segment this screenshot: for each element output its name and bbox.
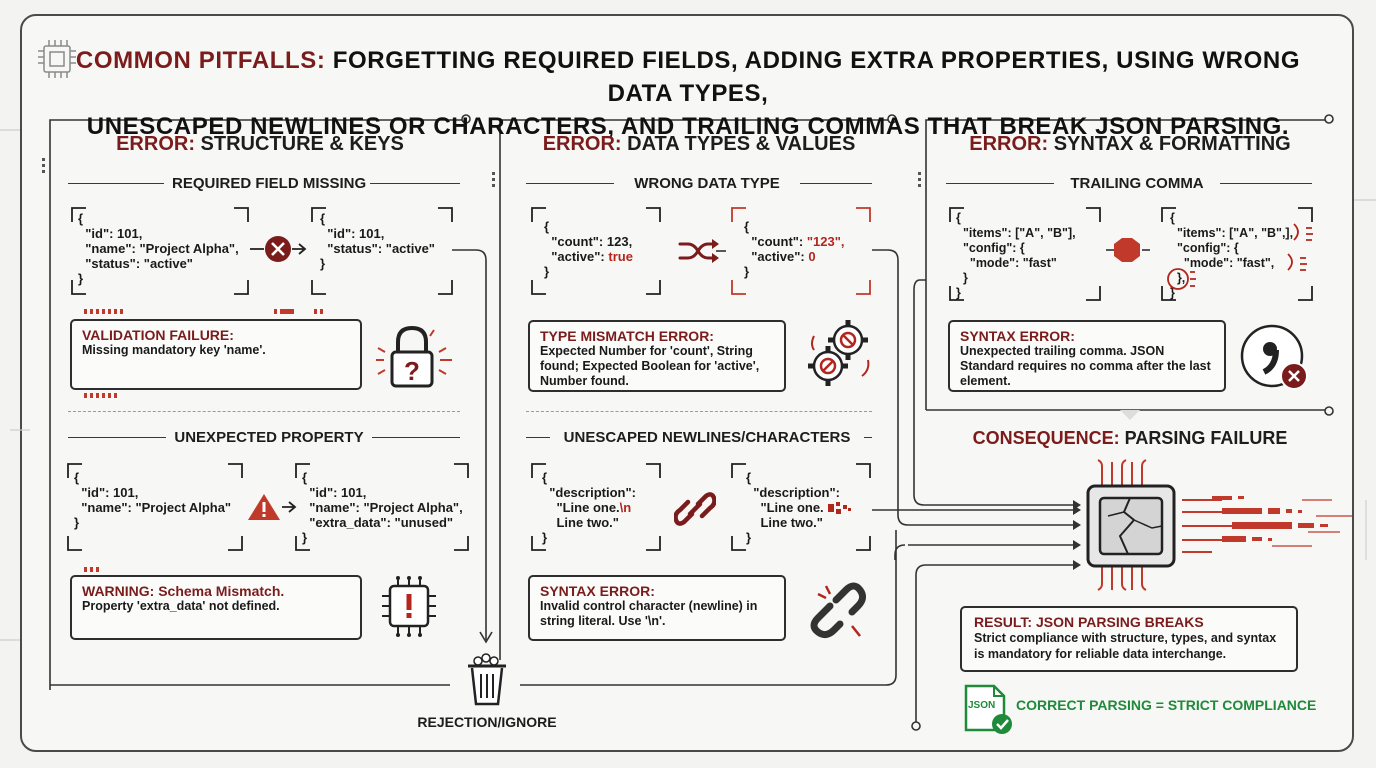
json-badge: JSON [968, 700, 996, 711]
box-title: VALIDATION FAILURE: [82, 327, 234, 343]
status-dots [84, 567, 99, 572]
subtitle-trailing-comma: TRAILING COMMA [1054, 175, 1220, 192]
stop-sign-icon [1106, 238, 1150, 262]
chip-decor-icon [38, 40, 76, 78]
comma-error-icon [1240, 324, 1308, 390]
validation-failure-box: VALIDATION FAILURE: Missing mandatory ke… [70, 319, 362, 390]
code-wrong-type-after: { "count": "123", "active": 0} [744, 219, 845, 279]
code-unescaped-before: { "description": "Line one.\n Line two."… [542, 470, 636, 545]
svg-text:?: ? [404, 356, 420, 386]
brackets-unexpected [67, 463, 469, 551]
brackets-unescaped [531, 463, 871, 551]
padlock-question-icon: ? [376, 325, 452, 388]
box-text: Missing mandatory key 'name'. [82, 343, 266, 357]
success-label: CORRECT PARSING = STRICT COMPLIANCE [1016, 697, 1317, 713]
schema-mismatch-box: WARNING: Schema Mismatch. Property 'extr… [70, 575, 362, 640]
box-title: SYNTAX ERROR: [540, 583, 655, 599]
code-required-before: { "id": 101, "name": "Project Alpha", "s… [78, 211, 239, 286]
code-required-after: { "id": 101, "status": "active" } [320, 211, 435, 271]
trash-bin-icon [468, 653, 506, 706]
subtitle-unexpected-property: UNEXPECTED PROPERTY [166, 429, 372, 446]
brackets-required [71, 207, 453, 295]
subtitle-unescaped: UNESCAPED NEWLINES/CHARACTERS [550, 429, 864, 446]
code-unescaped-after: { "description": "Line one. Line two."} [746, 470, 840, 545]
result-title: RESULT: JSON PARSING BREAKS [974, 614, 1204, 630]
box-title: TYPE MISMATCH ERROR: [540, 328, 714, 344]
code-trailing-after: { "items": ["A", "B",], "config": { "mod… [1170, 211, 1294, 300]
subtitle-required-field: REQUIRED FIELD MISSING [164, 175, 370, 192]
box-text: Invalid control character (newline) in s… [540, 599, 758, 628]
page-title: COMMON PITFALLS: FORGETTING REQUIRED FIE… [40, 44, 1336, 143]
title-highlight: COMMON PITFALLS: [75, 47, 326, 74]
result-text: Strict compliance with structure, types,… [974, 631, 1277, 661]
x-error-icon [250, 236, 307, 262]
status-dots [84, 309, 323, 314]
code-unexpected-after: { "id": 101, "name": "Project Alpha", "e… [302, 470, 463, 545]
box-title: WARNING: Schema Mismatch. [82, 583, 285, 599]
consequence-title: CONSEQUENCE: PARSING FAILURE [972, 428, 1288, 448]
broken-chip-icon [1086, 459, 1352, 591]
box-title: SYNTAX ERROR: [960, 328, 1075, 344]
glitch-icon [828, 502, 851, 514]
section-types-title: ERROR: DATA TYPES & VALUES [542, 133, 856, 155]
rejection-label: REJECTION/IGNORE [417, 714, 557, 730]
code-wrong-type-before: { "count": 123, "active": true} [544, 219, 633, 279]
trailing-syntax-box: SYNTAX ERROR: Unexpected trailing comma.… [948, 320, 1226, 392]
result-box: RESULT: JSON PARSING BREAKS Strict compl… [960, 606, 1298, 672]
title-line2: UNESCAPED NEWLINES OR CHARACTERS, AND TR… [86, 113, 1290, 140]
chip-alert-icon [382, 576, 436, 637]
dashed-divider [68, 411, 460, 412]
unescaped-syntax-box: SYNTAX ERROR: Invalid control character … [528, 575, 786, 641]
subtitle-wrong-type: WRONG DATA TYPE [614, 175, 800, 192]
link-icon [674, 492, 716, 526]
dashed-divider [526, 411, 872, 412]
comma-highlight-marks [1287, 223, 1313, 271]
gears-error-icon [808, 320, 870, 386]
status-dots [84, 393, 117, 398]
box-text: Unexpected trailing comma. JSON Standard… [960, 344, 1211, 388]
broken-chain-icon [810, 582, 867, 639]
pointer-notch [1120, 410, 1140, 420]
brackets-wrong-type [531, 207, 871, 295]
box-text: Property 'extra_data' not defined. [82, 599, 280, 613]
json-file-check-icon [964, 684, 1012, 734]
code-trailing-before: { "items": ["A", "B"], "config": { "mode… [956, 211, 1076, 300]
warning-triangle-icon [248, 494, 297, 520]
brackets-trailing [949, 207, 1313, 301]
title-line1: FORGETTING REQUIRED FIELDS, ADDING EXTRA… [332, 47, 1301, 107]
shuffle-icon [678, 239, 726, 263]
section-structure-title: ERROR: STRUCTURE & KEYS [116, 133, 404, 155]
code-unexpected-before: { "id": 101, "name": "Project Alpha" } [74, 470, 232, 530]
comma-highlight-marks [1167, 268, 1196, 290]
box-text: Expected Number for 'count', String foun… [540, 344, 760, 388]
section-syntax-title: ERROR: SYNTAX & FORMATTING [969, 133, 1291, 155]
type-mismatch-box: TYPE MISMATCH ERROR: Expected Number for… [528, 320, 786, 392]
